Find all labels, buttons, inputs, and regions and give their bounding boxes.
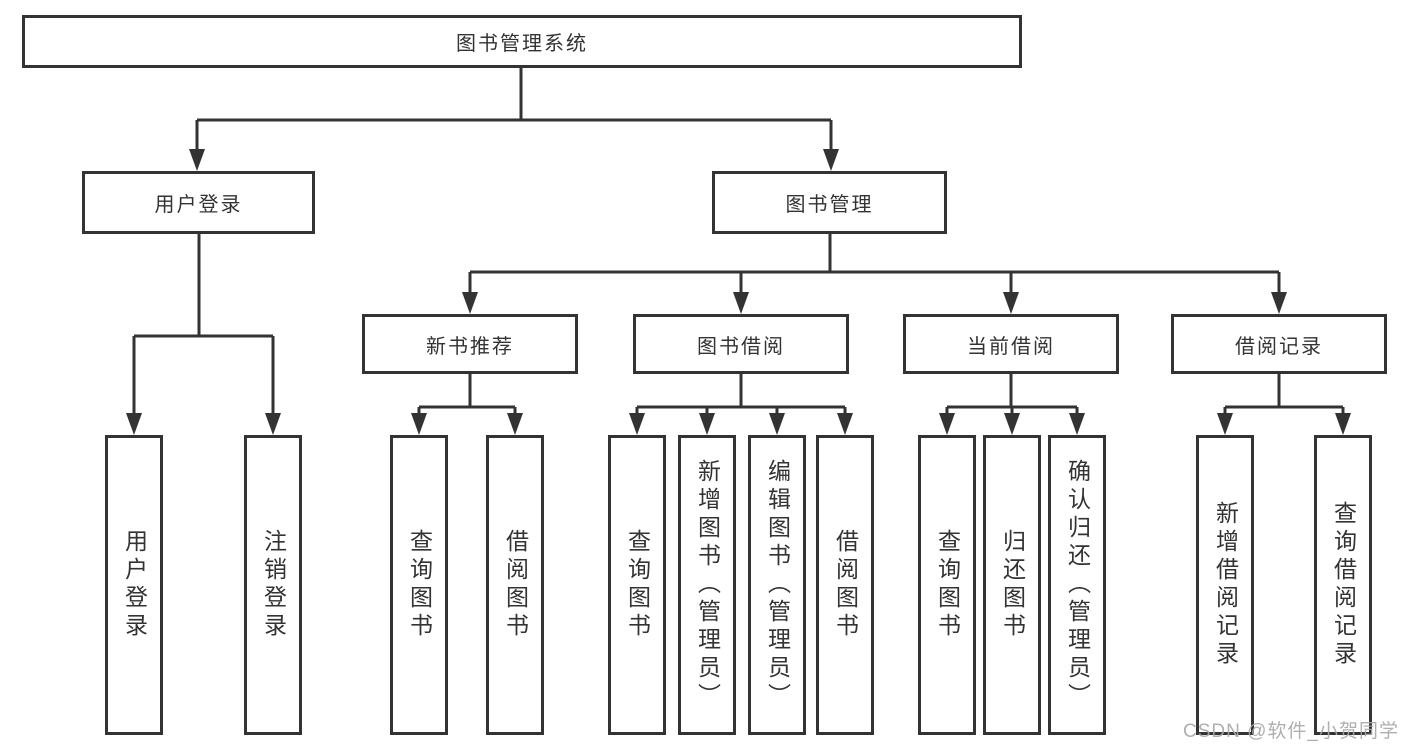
leaf-borrow-books-recommend-label: 借阅图书: [502, 529, 529, 641]
node-new-book-recommendation-label: 新书推荐: [426, 335, 514, 358]
node-borrowing-records: 借阅记录: [1171, 314, 1387, 374]
node-borrowing-records-label: 借阅记录: [1235, 335, 1323, 358]
leaf-logout-login-label: 注销登录: [260, 529, 287, 641]
leaf-return-books-label: 归还图书: [999, 529, 1026, 641]
csdn-watermark: CSDN @软件_小贺同学: [1183, 721, 1399, 742]
leaf-user-login: 用户登录: [105, 435, 163, 735]
leaf-query-books-recommend: 查询图书: [390, 435, 448, 735]
leaf-query-books-recommend-label: 查询图书: [406, 529, 433, 641]
node-user-login-label: 用户登录: [154, 194, 243, 216]
leaf-query-books-borrowing: 查询图书: [608, 435, 666, 735]
leaf-borrow-books-recommend: 借阅图书: [486, 435, 544, 735]
leaf-add-borrow-record: 新增借阅记录: [1196, 435, 1254, 735]
node-current-borrowing-label: 当前借阅: [967, 335, 1055, 358]
leaf-edit-books-admin: 编辑图书（管理员）: [748, 435, 806, 735]
leaf-query-borrow-record: 查询借阅记录: [1314, 435, 1372, 735]
leaf-add-books-admin: 新增图书（管理员）: [678, 435, 736, 735]
leaf-borrow-books: 借阅图书: [816, 435, 874, 735]
leaf-query-books-borrowing-label: 查询图书: [624, 529, 651, 641]
leaf-query-books-current: 查询图书: [918, 435, 976, 735]
node-user-login: 用户登录: [82, 171, 315, 234]
connector-paths: [132, 68, 1345, 418]
leaf-add-books-admin-label: 新增图书（管理员）: [694, 459, 721, 711]
node-book-borrowing-label: 图书借阅: [697, 335, 785, 358]
leaf-borrow-books-label: 借阅图书: [832, 529, 859, 641]
leaf-return-books: 归还图书: [983, 435, 1041, 735]
node-book-management: 图书管理: [712, 171, 947, 234]
leaf-query-books-current-label: 查询图书: [934, 529, 961, 641]
leaf-logout-login: 注销登录: [244, 435, 302, 735]
arrowheads: [126, 149, 1351, 435]
node-new-book-recommendation: 新书推荐: [362, 314, 578, 374]
node-current-borrowing: 当前借阅: [903, 314, 1119, 374]
leaf-confirm-return-admin-label: 确认归还（管理员）: [1064, 459, 1091, 711]
node-root-system: 图书管理系统: [22, 15, 1022, 68]
leaf-add-borrow-record-label: 新增借阅记录: [1212, 501, 1239, 669]
leaf-edit-books-admin-label: 编辑图书（管理员）: [764, 459, 791, 711]
leaf-confirm-return-admin: 确认归还（管理员）: [1048, 435, 1106, 735]
leaf-user-login-label: 用户登录: [121, 529, 148, 641]
node-book-borrowing: 图书借阅: [633, 314, 849, 374]
node-root-label: 图书管理系统: [456, 33, 588, 55]
leaf-query-borrow-record-label: 查询借阅记录: [1330, 501, 1357, 669]
node-book-management-label: 图书管理: [785, 194, 874, 216]
